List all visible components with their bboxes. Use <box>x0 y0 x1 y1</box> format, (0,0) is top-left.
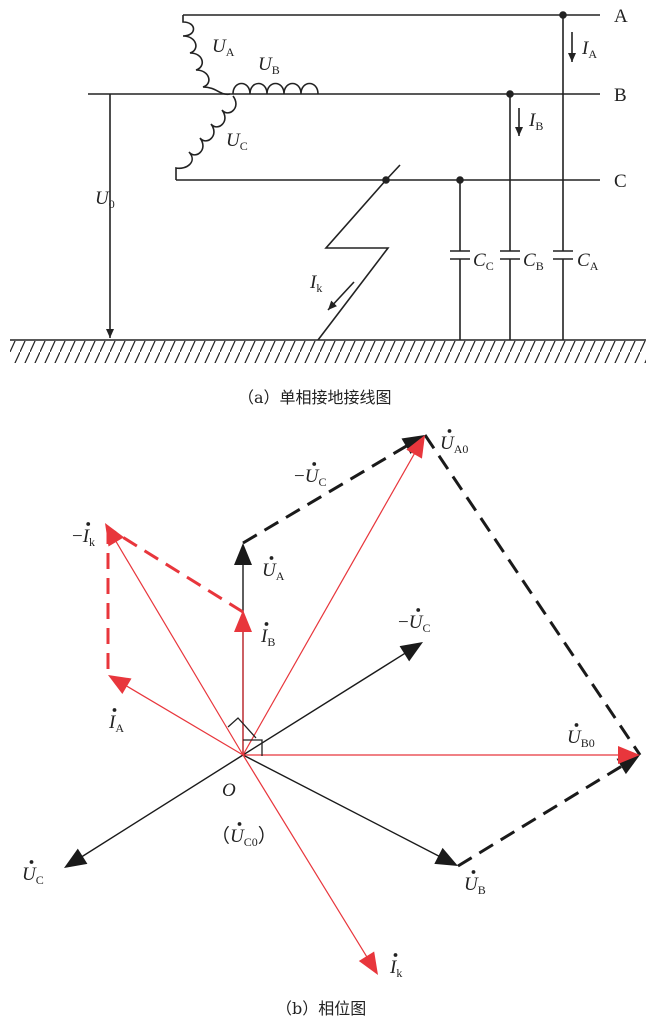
neg-uc-top-label: −UC <box>294 466 326 489</box>
neg-ik-label-dot <box>86 522 91 526</box>
ik-label: Ik <box>309 272 322 295</box>
ub-label: UB <box>464 874 486 897</box>
winding-a-coil <box>182 15 231 96</box>
ia-vector-arrowhead <box>108 675 132 694</box>
junction-b <box>506 90 514 98</box>
ub-to-ub0-dashed-vector-line <box>457 763 626 868</box>
uc-vector-arrowhead <box>64 848 88 868</box>
ua0-ub0-dashed <box>423 434 642 756</box>
neg-uc-label: −UC <box>398 612 430 635</box>
cap-c-label: CC <box>473 250 494 273</box>
neg-ik-vector-line <box>113 538 244 756</box>
ik-vector-arrowhead <box>358 951 378 975</box>
caption-b: （b）相位图 <box>276 999 366 1018</box>
origin-label: O <box>222 780 236 801</box>
bus-label-b: B <box>614 85 627 106</box>
ia-vector-line <box>123 683 244 756</box>
uc0-label: （UC0） <box>211 825 277 849</box>
junction-a <box>559 11 567 19</box>
neg-uc-top-label-dot <box>312 462 317 466</box>
ik-label: Ik <box>389 957 402 980</box>
uc-label-dot <box>29 860 34 864</box>
ik-vector-line <box>242 754 370 960</box>
ia-label: IA <box>108 712 124 735</box>
ub0-vector-arrowhead <box>618 746 640 764</box>
uc-vector-line <box>78 754 244 859</box>
cap-b-label: CB <box>523 250 544 273</box>
ik-arrow <box>327 281 355 311</box>
ub-vector-arrowhead <box>434 847 458 866</box>
winding-b-coil <box>232 82 319 95</box>
caption-a: （a）单相接地接线图 <box>238 388 392 407</box>
ub-vector-line <box>242 754 443 859</box>
ub0-label-dot <box>574 723 579 727</box>
circuit-diagram <box>10 11 646 341</box>
ua-label-dot <box>269 556 274 560</box>
ua0-label: UA0 <box>440 433 468 456</box>
neg-uc-vector-line <box>242 650 409 756</box>
ground-hatch <box>10 341 646 363</box>
neg-uc-label-dot <box>416 608 421 612</box>
phasor-diagram <box>64 434 642 975</box>
ub0-label: UB0 <box>567 727 595 750</box>
u0-label: U0 <box>95 188 115 211</box>
fault-path <box>317 164 401 341</box>
ub-label-dot <box>471 870 476 874</box>
ia-label: IA <box>581 38 597 61</box>
ib-label: IB <box>528 110 543 133</box>
winding-c-label: UC <box>226 130 248 153</box>
uc0-dot <box>237 822 242 826</box>
neg-uc-dashed-vector-line <box>242 442 411 545</box>
cap-a-label: CA <box>577 250 599 273</box>
winding-c-coil <box>175 95 237 180</box>
ib-label-dot <box>264 622 269 626</box>
ib-vector-arrowhead <box>234 610 252 632</box>
ia-label-dot <box>112 708 117 712</box>
winding-b-label: UB <box>258 54 280 77</box>
ua0-label-dot <box>447 429 452 433</box>
neg-ik-label: −Ik <box>72 526 95 549</box>
right-angle-marker-2 <box>227 717 257 739</box>
ua0-vector-line <box>242 450 417 756</box>
ib-neg-ik-dashed <box>107 526 244 614</box>
right-angle-marker-1 <box>243 739 263 756</box>
ib-label: IB <box>260 626 275 649</box>
ik-label-dot <box>393 953 398 957</box>
winding-a-label: UA <box>212 36 235 59</box>
ua0-vector-arrowhead <box>406 435 425 459</box>
junction-c <box>456 176 464 184</box>
neg-uc-vector-arrowhead <box>399 642 423 662</box>
bus-label-a: A <box>614 6 628 27</box>
ua-label: UA <box>262 560 285 583</box>
bus-label-c: C <box>614 171 627 192</box>
ua-vector-arrowhead <box>234 543 252 565</box>
uc-label: UC <box>22 864 44 887</box>
